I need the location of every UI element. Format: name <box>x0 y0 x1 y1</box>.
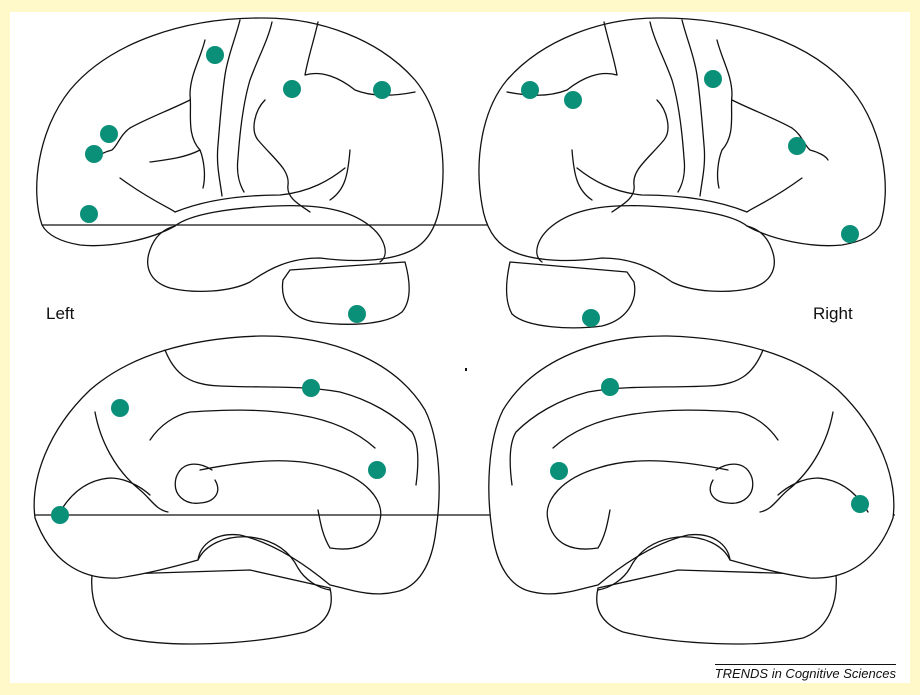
activation-dot <box>788 137 806 155</box>
activation-dot <box>51 506 69 524</box>
activation-dot <box>283 80 301 98</box>
journal-credit: TRENDS in Cognitive Sciences <box>715 664 896 681</box>
brain-right-medial <box>489 336 894 644</box>
activation-dot <box>582 309 600 327</box>
cerebellum-outline <box>92 570 332 644</box>
activation-dot <box>373 81 391 99</box>
activation-dot <box>704 70 722 88</box>
activation-dot <box>348 305 366 323</box>
activation-dot <box>85 145 103 163</box>
brain-right-lateral <box>479 18 885 328</box>
cerebellum-outline <box>597 570 837 644</box>
activation-dot <box>302 379 320 397</box>
activation-dot <box>368 461 386 479</box>
activation-dot <box>841 225 859 243</box>
cerebellum-outline <box>282 262 409 324</box>
activation-dot <box>601 378 619 396</box>
center-mark <box>465 368 467 371</box>
activation-dot <box>80 205 98 223</box>
activation-dot <box>550 462 568 480</box>
hemisphere-label-left: Left <box>46 304 74 324</box>
activation-dot <box>111 399 129 417</box>
activation-dot <box>100 125 118 143</box>
activation-dot <box>206 46 224 64</box>
activation-dot <box>851 495 869 513</box>
cortex-outline <box>479 18 885 291</box>
cortex-outline <box>489 336 894 594</box>
hemisphere-label-right: Right <box>813 304 853 324</box>
activation-dot <box>564 91 582 109</box>
activation-dot <box>521 81 539 99</box>
cerebellum-outline <box>507 262 635 328</box>
